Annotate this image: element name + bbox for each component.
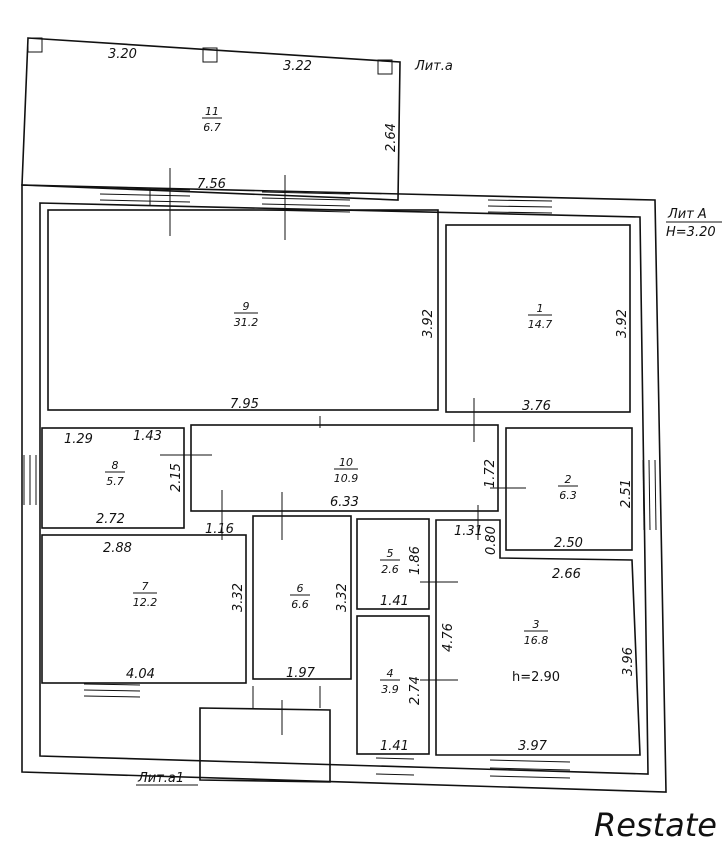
dim-r3-396: 3.96 xyxy=(621,647,636,676)
dim-r5-141: 1.41 xyxy=(380,594,409,609)
dim-r1-392: 3.92 xyxy=(615,309,630,338)
svg-text:5: 5 xyxy=(387,547,394,560)
dim-r7-288: 2.88 xyxy=(103,541,132,556)
window-right xyxy=(642,459,657,531)
room-label-5: 5 2.6 xyxy=(380,547,400,576)
svg-text:10: 10 xyxy=(339,456,353,469)
window-bottom-right xyxy=(489,759,571,779)
room-label-10: 10 10.9 xyxy=(334,456,359,485)
room-10 xyxy=(190,424,499,512)
door-markers xyxy=(160,168,526,735)
svg-text:1: 1 xyxy=(537,302,544,315)
dim-r7-332: 3.32 xyxy=(231,583,246,612)
dim-080: 0.80 xyxy=(484,526,499,555)
room-label-4: 4 3.9 xyxy=(380,667,400,696)
dim-r1-376: 3.76 xyxy=(522,399,551,414)
dim-r8-272: 2.72 xyxy=(96,512,125,527)
room-label-1: 1 14.7 xyxy=(528,302,553,331)
label-lit-A-height: H=3.20 xyxy=(666,225,716,240)
room-2 xyxy=(505,427,633,551)
svg-text:10.9: 10.9 xyxy=(334,472,359,485)
dim-r3-397: 3.97 xyxy=(518,739,548,754)
room-label-11: 11 6.7 xyxy=(202,105,222,134)
svg-text:8: 8 xyxy=(112,459,119,472)
annex-post xyxy=(202,47,218,63)
dim-r11-756: 7.56 xyxy=(197,177,226,192)
dim-r9-795: 7.95 xyxy=(230,397,259,412)
room-8 xyxy=(41,427,185,529)
svg-text:7: 7 xyxy=(142,580,149,593)
dim-top-320: 3.20 xyxy=(108,47,137,62)
annex-corner-post xyxy=(27,37,43,53)
window-bottom-left xyxy=(83,683,141,698)
window-top-left xyxy=(99,187,191,206)
dim-r10-633: 6.33 xyxy=(330,495,359,510)
dim-top-322: 3.22 xyxy=(283,59,312,74)
room-label-6: 6 6.6 xyxy=(290,582,310,611)
svg-text:6: 6 xyxy=(297,582,304,595)
dim-r10-172: 1.72 xyxy=(483,459,498,488)
dim-r8-143: 1.43 xyxy=(133,429,162,444)
room-1 xyxy=(445,224,631,413)
room-6 xyxy=(252,515,352,680)
main-house-outer-wall xyxy=(21,184,667,793)
dim-r11-264: 2.64 xyxy=(384,123,399,152)
svg-text:2.6: 2.6 xyxy=(381,563,399,576)
svg-text:9: 9 xyxy=(243,300,250,313)
svg-text:5.7: 5.7 xyxy=(106,475,124,488)
label-lit-a1: Лит.а1 xyxy=(137,771,184,786)
dim-r6-332: 3.32 xyxy=(335,583,350,612)
dim-r2-251: 2.51 xyxy=(619,479,634,508)
room-3-height: h=2.90 xyxy=(512,670,560,685)
dim-r4-274: 2.74 xyxy=(408,676,423,705)
svg-text:6.6: 6.6 xyxy=(291,598,309,611)
svg-text:16.8: 16.8 xyxy=(524,634,549,647)
dim-r6-197: 1.97 xyxy=(286,666,316,681)
dim-131: 1.31 xyxy=(454,524,483,539)
svg-text:6.3: 6.3 xyxy=(559,489,577,502)
room-label-3: 3 16.8 xyxy=(524,618,549,647)
room-7 xyxy=(41,534,247,684)
dim-r4-141: 1.41 xyxy=(380,739,409,754)
window-top-right xyxy=(487,199,553,214)
room-4 xyxy=(356,615,430,755)
room-label-9: 9 31.2 xyxy=(234,300,259,329)
dim-476: 4.76 xyxy=(441,623,456,652)
room-label-7: 7 12.2 xyxy=(133,580,158,609)
watermark-restate: Restate xyxy=(594,806,717,842)
svg-text:12.2: 12.2 xyxy=(133,596,158,609)
window-bottom-middle xyxy=(375,757,415,776)
window-left xyxy=(23,455,37,505)
label-lit-a-small: Лит.а xyxy=(414,59,453,74)
svg-text:14.7: 14.7 xyxy=(528,318,553,331)
svg-text:11: 11 xyxy=(205,105,219,118)
label-lit-A: Лит А xyxy=(667,207,707,222)
svg-text:4: 4 xyxy=(387,667,394,680)
svg-text:6.7: 6.7 xyxy=(203,121,221,134)
dim-r3-266: 2.66 xyxy=(552,567,581,582)
dim-116: 1.16 xyxy=(205,522,234,537)
dim-r8-215: 2.15 xyxy=(169,463,184,492)
dim-r7-404: 4.04 xyxy=(126,667,155,682)
room-label-8: 8 5.7 xyxy=(105,459,125,488)
svg-text:3: 3 xyxy=(533,618,540,631)
dim-r5-186: 1.86 xyxy=(408,546,423,575)
porch-lit-a1 xyxy=(199,707,331,783)
dim-r9-392: 3.92 xyxy=(421,309,436,338)
room-label-2: 2 6.3 xyxy=(558,473,578,502)
annex-post xyxy=(377,59,393,75)
main-house-inner-wall xyxy=(39,202,649,775)
annex-lit-a-outline xyxy=(21,37,401,201)
dim-r2-250: 2.50 xyxy=(554,536,583,551)
room-3 xyxy=(435,519,641,756)
svg-text:31.2: 31.2 xyxy=(234,316,259,329)
room-9 xyxy=(47,209,439,411)
svg-text:2: 2 xyxy=(565,473,572,486)
dim-r8-129: 1.29 xyxy=(64,432,93,447)
svg-text:3.9: 3.9 xyxy=(381,683,399,696)
room-5 xyxy=(356,518,430,610)
